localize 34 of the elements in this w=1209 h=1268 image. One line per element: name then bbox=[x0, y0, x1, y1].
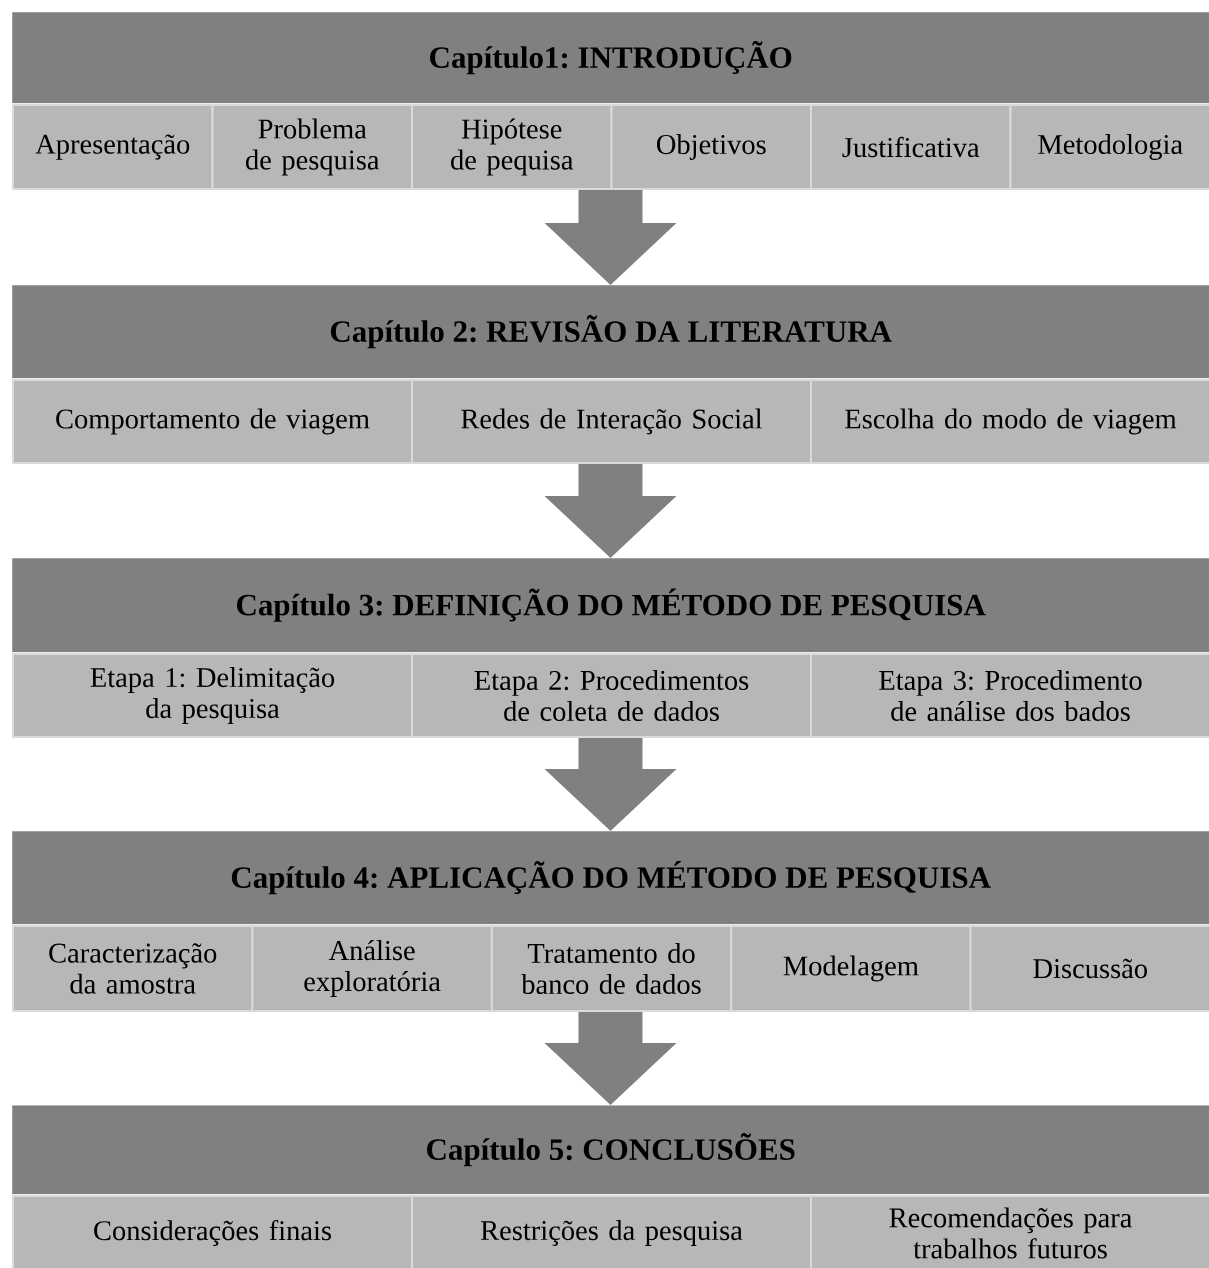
section-cell: Tratamento do banco de dados bbox=[490, 925, 733, 1012]
node-label: Considerações finais bbox=[94, 1219, 331, 1247]
chapter-band: Capítulo 4: APLICAÇÃO DO MÉTODO DE PESQUISA bbox=[12, 831, 1209, 925]
section-cell: Etapa 3: Procedimento de análise dos bados bbox=[810, 653, 1209, 738]
chapter-band: Capítulo1: INTRODUÇÃO bbox=[12, 12, 1209, 104]
section-cell: Hipótese de pequisa bbox=[411, 104, 613, 190]
section-cell: Etapa 2: Procedimentos de coleta de dados bbox=[411, 653, 812, 738]
section-cell: Restrições da pesquisa bbox=[411, 1195, 812, 1268]
section-cell: Etapa 1: Delimitação da pesquisa bbox=[12, 653, 413, 738]
section-cell: Metodologia bbox=[1009, 104, 1209, 190]
node-label: Etapa 3: Procedimento de análise dos bados bbox=[879, 669, 1142, 722]
chapter-band: Capítulo 3: DEFINIÇÃO DO MÉTODO DE PESQUISA bbox=[12, 558, 1209, 653]
section-cell: Modelagem bbox=[730, 925, 972, 1012]
block-arrow bbox=[544, 738, 677, 831]
section-cell: Problema de pesquisa bbox=[211, 104, 413, 190]
block-arrow bbox=[544, 190, 677, 285]
section-cell: Apresentação bbox=[12, 104, 214, 190]
section-cell: Caracterização da amostra bbox=[12, 925, 254, 1012]
block-arrow bbox=[544, 1012, 677, 1105]
section-cell: Redes de Interação Social bbox=[411, 379, 812, 464]
section-cell: Objetivos bbox=[610, 104, 812, 190]
node-label: Recomendações para trabalhos futuros bbox=[889, 1207, 1132, 1259]
chapter-band: Capítulo 5: CONCLUSÕES bbox=[12, 1105, 1209, 1195]
chapter-band: Capítulo 2: REVISÃO DA LITERATURA bbox=[12, 285, 1209, 379]
section-cell: Recomendações para trabalhos futuros bbox=[810, 1195, 1209, 1268]
section-cell: Análise exploratória bbox=[251, 925, 493, 1012]
node-label: Escolha do modo de viagem bbox=[845, 408, 1177, 435]
section-cell: Justificativa bbox=[810, 104, 1012, 190]
section-cell: Comportamento de viagem bbox=[12, 379, 413, 464]
section-cell: Considerações finais bbox=[12, 1195, 413, 1268]
section-cell: Escolha do modo de viagem bbox=[810, 379, 1209, 464]
node-label: Restrições da pesquisa bbox=[480, 1220, 743, 1246]
block-arrow bbox=[544, 464, 677, 558]
section-cell: Discussão bbox=[969, 925, 1209, 1012]
